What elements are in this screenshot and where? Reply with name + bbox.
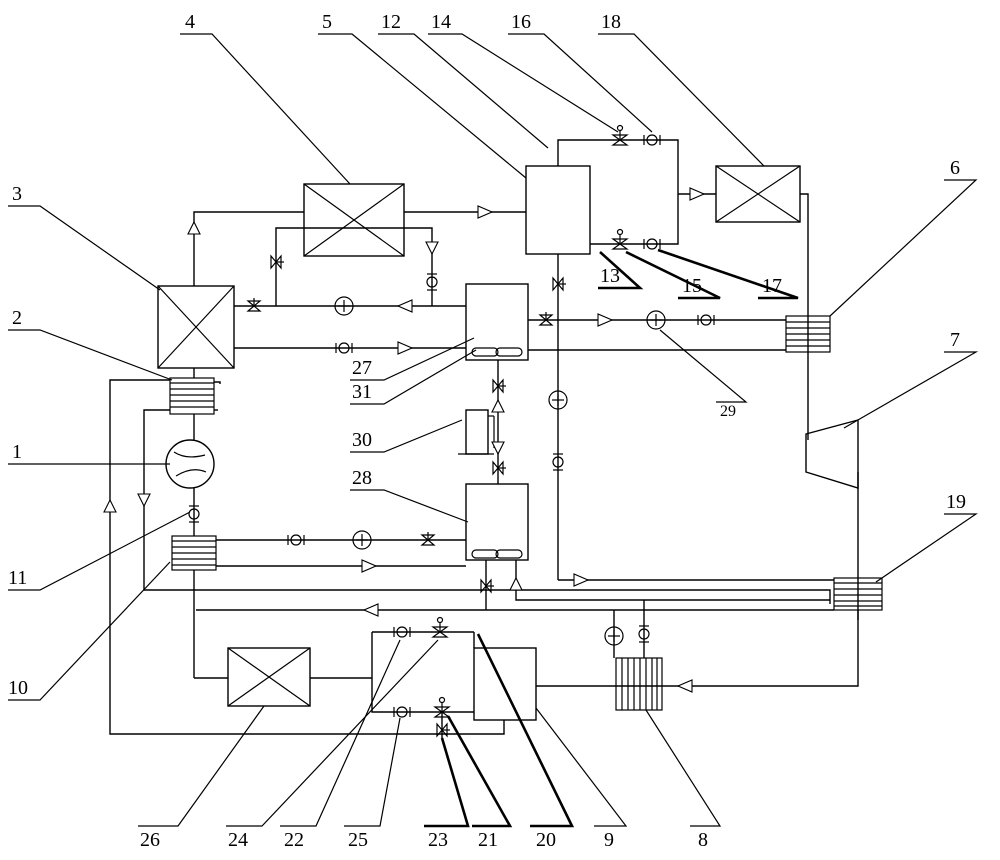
component-2-coil [169, 377, 215, 415]
label-2: 2 [12, 307, 22, 329]
component-8-coil [615, 657, 663, 711]
component-18-heat-exchanger [715, 165, 801, 223]
label-5: 5 [322, 11, 332, 33]
component-7-expander [805, 419, 859, 489]
component-9-vessel [473, 647, 537, 721]
component-28-vessel [465, 483, 529, 561]
valves-and-meters [188, 124, 715, 738]
label-19: 19 [946, 491, 966, 513]
label-14: 14 [431, 11, 451, 33]
component-1-compressor [165, 439, 215, 489]
label-1: 1 [12, 441, 22, 463]
component-10-coil [171, 535, 217, 571]
label-18: 18 [601, 11, 621, 33]
label-20: 20 [536, 829, 556, 851]
label-13: 13 [600, 265, 620, 287]
label-28: 28 [352, 467, 372, 489]
label-15: 15 [682, 275, 702, 297]
label-17: 17 [762, 275, 782, 297]
label-9: 9 [604, 829, 614, 851]
component-3-heat-exchanger [157, 285, 235, 369]
label-8: 8 [698, 829, 708, 851]
label-27: 27 [352, 357, 372, 379]
leader-lines [8, 33, 979, 828]
label-30: 30 [352, 429, 372, 451]
label-4: 4 [185, 11, 195, 33]
label-7: 7 [950, 329, 960, 351]
label-16: 16 [511, 11, 531, 33]
component-4-heat-exchanger [303, 183, 405, 257]
label-23: 23 [428, 829, 448, 851]
component-30-unit [458, 409, 495, 455]
component-5-vessel [525, 165, 591, 255]
label-29: 29 [720, 403, 736, 420]
label-10: 10 [8, 677, 28, 699]
label-6: 6 [950, 157, 960, 179]
component-27-vessel [465, 283, 529, 361]
reference-labels: 4 5 12 14 16 18 6 7 19 3 2 1 11 10 13 15… [8, 11, 966, 851]
label-21: 21 [478, 829, 498, 851]
component-26-heat-exchanger [227, 647, 311, 707]
flow-arrows [103, 187, 706, 693]
label-12: 12 [381, 11, 401, 33]
label-11: 11 [8, 567, 27, 589]
label-24: 24 [228, 829, 248, 851]
label-3: 3 [12, 183, 22, 205]
label-26: 26 [140, 829, 160, 851]
label-22: 22 [284, 829, 304, 851]
label-31: 31 [352, 381, 372, 403]
label-25: 25 [348, 829, 368, 851]
